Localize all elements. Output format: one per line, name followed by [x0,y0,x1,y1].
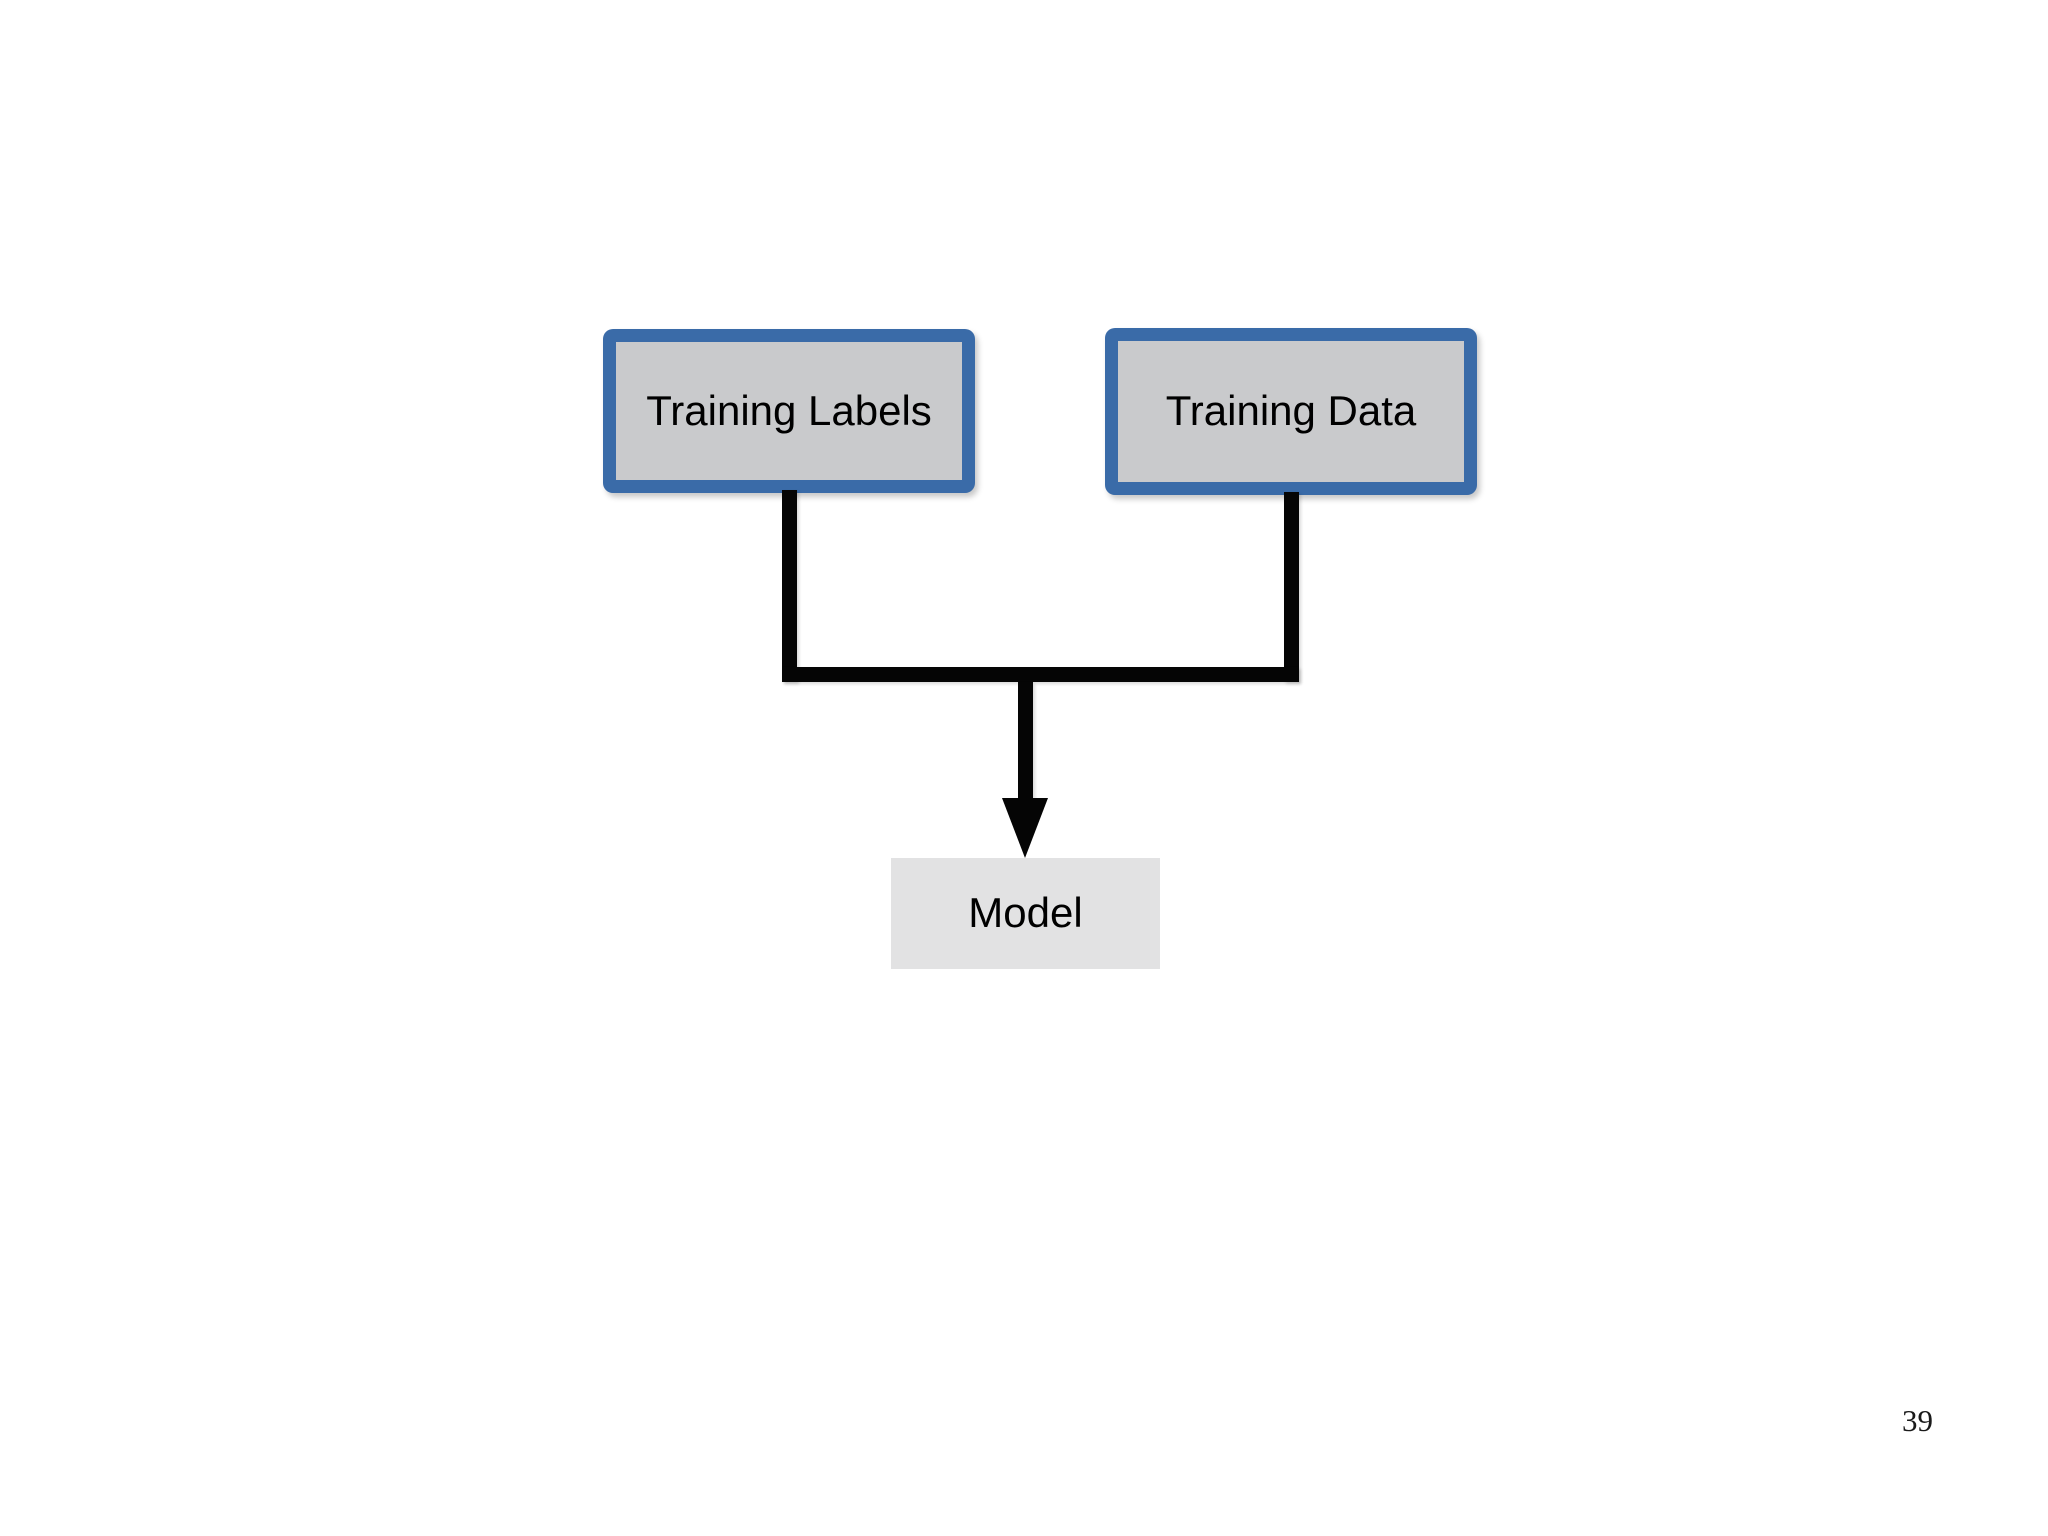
training-labels-box: Training Labels [603,329,975,493]
training-data-box: Training Data [1105,328,1477,495]
connector-horizontal-line [782,667,1299,682]
model-label: Model [968,889,1083,937]
arrow-down-icon [1002,798,1048,858]
training-data-label: Training Data [1165,387,1417,435]
connector-right-vertical-line [1284,492,1299,682]
training-labels-label: Training Labels [646,386,932,434]
page-number: 39 [1902,1403,1933,1438]
model-box: Model [891,858,1160,969]
connector-left-vertical-line [782,490,797,682]
connector-arrow-stem [1018,682,1033,800]
